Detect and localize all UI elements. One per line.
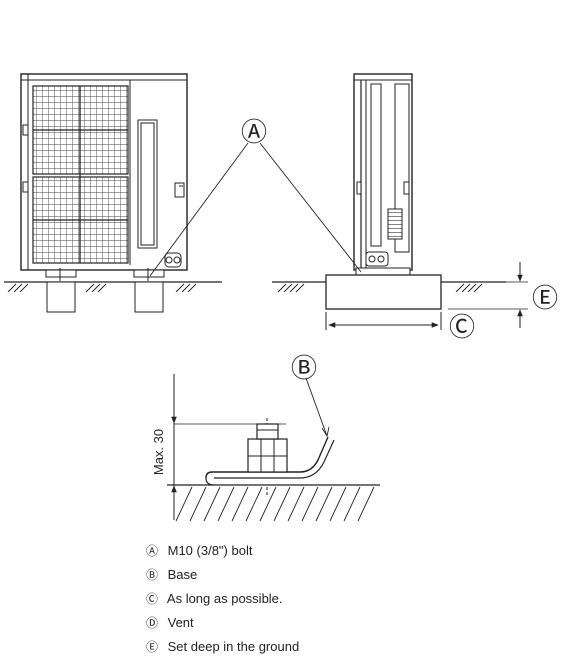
callout-base: Ⓑ — [291, 353, 317, 383]
legend-text: Set deep in the ground — [167, 639, 300, 654]
legend-text: Base — [167, 567, 198, 582]
max-dimension-label: Max. 30 — [151, 429, 166, 475]
callout-length: Ⓒ — [449, 312, 475, 342]
callout-depth: Ⓔ — [532, 283, 558, 313]
legend-item-depth: Ⓔ Set deep in the ground — [146, 635, 299, 659]
legend-mark: Ⓒ — [146, 592, 159, 606]
outdoor-unit-side-view — [353, 73, 413, 276]
legend-list: Ⓐ M10 (3/8") bolt Ⓑ Base Ⓒ As long as po… — [146, 539, 299, 659]
bolt-leaders — [149, 142, 362, 277]
bolt-detail-view — [167, 374, 380, 522]
legend-item-vent: Ⓓ Vent — [146, 611, 299, 635]
legend-mark: Ⓓ — [146, 616, 159, 630]
side-ground-and-base — [272, 262, 528, 330]
front-ground-and-bolts — [4, 281, 222, 313]
legend-item-base: Ⓑ Base — [146, 563, 299, 587]
legend-item-bolt: Ⓐ M10 (3/8") bolt — [146, 539, 299, 563]
legend-text: Vent — [167, 615, 194, 630]
outdoor-unit-front-view — [20, 73, 188, 281]
legend-mark: Ⓔ — [146, 640, 159, 654]
legend-text: As long as possible. — [166, 591, 283, 606]
legend-text: M10 (3/8") bolt — [167, 543, 253, 558]
legend-mark: Ⓑ — [146, 568, 159, 582]
callout-bolt: Ⓐ — [241, 117, 267, 147]
legend-mark: Ⓐ — [146, 544, 159, 558]
legend-item-length: Ⓒ As long as possible. — [146, 587, 299, 611]
